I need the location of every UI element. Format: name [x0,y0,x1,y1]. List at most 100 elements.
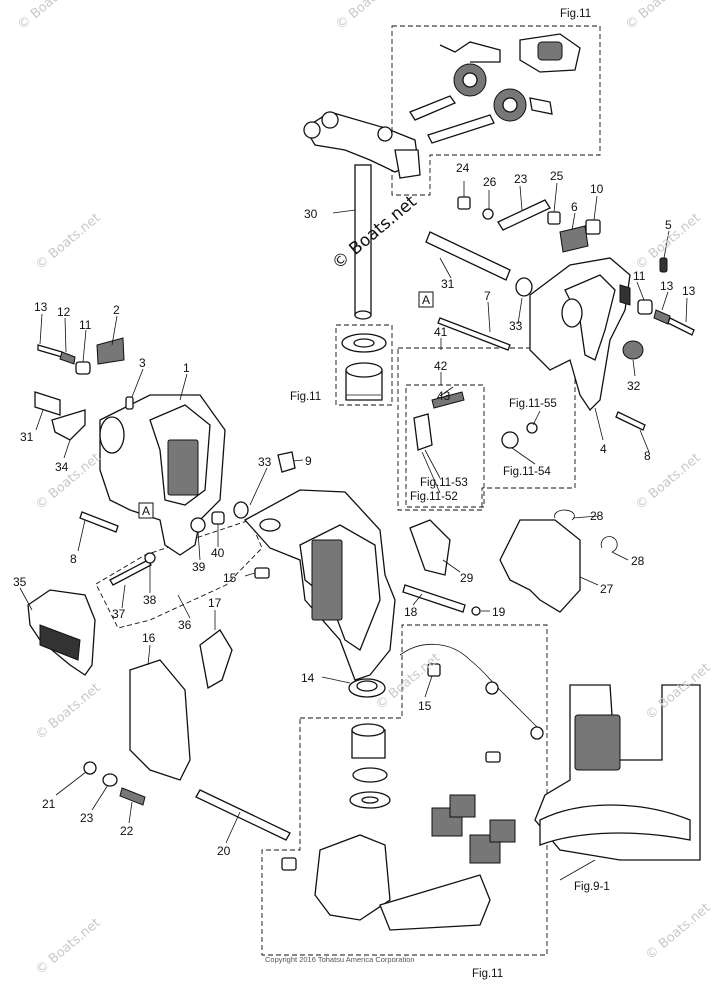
lower-bracket [314,834,391,921]
steering-bracket-assembly [303,33,581,320]
label-28-right: 28 [631,554,645,568]
link-24 [497,199,551,231]
ring-28-top [554,509,575,521]
watermark-3: © Boats.net [623,0,693,33]
swivel-bracket [243,489,396,698]
label-41: 41 [434,325,448,339]
anode-block-3 [449,794,476,818]
ref-fig9-1: Fig.9-1 [574,881,610,893]
clamp-bracket-left [99,394,226,556]
washer-bottom-1 [352,767,388,783]
ring-28-right [600,536,618,553]
box-a-right [418,291,434,308]
bushing-2 [96,337,125,365]
label-11-right: 11 [633,269,646,283]
copyright-text: Copyright 2016 Tohatsu America Corporati… [265,955,415,964]
bushing-bottom-top [351,723,385,737]
bolt-8-left [79,511,119,533]
spring-12-right [653,309,671,325]
leader-lines [19,181,688,881]
label-3: 3 [139,356,146,370]
box-a-left-letter: A [142,504,150,518]
label-26: 26 [483,175,497,189]
plate-34 [51,409,86,441]
label-11-left: 11 [79,318,92,332]
washer-38 [144,552,156,564]
bushing-6 [559,225,589,253]
nut-11-right [637,299,653,315]
label-13-right: 13 [682,284,696,298]
label-9: 9 [305,454,312,468]
spring-29 [409,519,451,576]
bolt-15-lower [427,663,441,677]
pin-5 [659,257,668,273]
group-36-box [95,519,263,629]
bolt-8-right [615,411,646,431]
label-34: 34 [55,460,69,474]
label-38: 38 [143,593,157,607]
spring-12-left [59,351,76,365]
watermark-4: © Boats.net [33,211,103,273]
label-25-right: 25 [550,169,564,183]
cable-harness [399,643,541,731]
label-4: 4 [600,442,607,456]
shaft-18 [402,584,466,613]
nut-10 [585,219,601,235]
label-15-upper: 15 [223,571,237,585]
label-31-left: 31 [20,430,34,444]
bracket-16 [129,659,191,781]
bushing-32 [622,340,644,360]
bushing-mid-top [345,362,383,378]
label-39: 39 [192,560,206,574]
label-36: 36 [178,618,192,632]
label-13-left: 13 [34,300,48,314]
nut-11-left [75,361,91,375]
label-35: 35 [13,575,27,589]
washer-39 [190,517,206,533]
spring-22 [119,787,146,806]
label-37: 37 [112,607,126,621]
terminal-lower [530,726,544,740]
label-33-right: 33 [509,319,523,333]
label-21: 21 [42,797,56,811]
ref-fig11-54: Fig.11-54 [503,466,551,478]
watermark-12: © Boats.net [33,916,103,978]
washer-bottom-2-hole [361,796,379,804]
terminal-upper [485,681,499,695]
anode-block-4 [489,819,516,843]
label-2: 2 [113,303,120,317]
label-30: 30 [304,207,318,221]
shaft-20 [195,789,291,841]
label-20: 20 [217,844,231,858]
label-17: 17 [208,596,222,610]
ref-fig11-mid: Fig.11 [290,391,321,403]
label-32: 32 [627,379,641,393]
label-22: 22 [120,824,134,838]
label-1: 1 [183,361,190,375]
fig11-top-group-box [391,25,601,196]
label-24: 23 [514,172,528,186]
watermark-10: © Boats.net [373,651,443,713]
tube-31-right [425,231,511,281]
ring-21 [83,761,97,775]
fig9-1-lower-unit [534,684,701,861]
label-10: 10 [590,182,604,196]
ref-fig11-bottom: Fig.11 [472,968,503,980]
pin-fig11-55 [526,422,538,434]
ref-fig11-top: Fig.11 [560,8,591,20]
tilt-lever-27 [499,519,581,613]
ref-fig11-55: Fig.11-55 [509,398,557,410]
rod-37 [109,559,152,586]
pin-7 [437,317,511,351]
watermark-2: © Boats.net [333,0,403,33]
label-42: 42 [434,359,448,373]
label-7: 7 [484,289,491,303]
clip-9 [277,451,296,473]
label-12-right: 13 [660,279,674,293]
spring-43 [431,391,465,409]
watermark-1: © Boats.net [15,0,85,33]
label-6: 6 [571,200,578,214]
washer-23 [102,773,118,787]
label-29: 29 [460,571,474,585]
